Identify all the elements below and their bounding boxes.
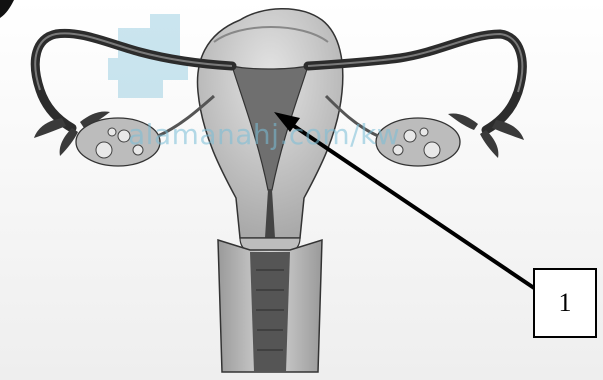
label-number: 1 (559, 288, 572, 318)
watermark-text: alamanahj.com/kw (128, 118, 400, 151)
label-box-1: 1 (533, 268, 597, 338)
